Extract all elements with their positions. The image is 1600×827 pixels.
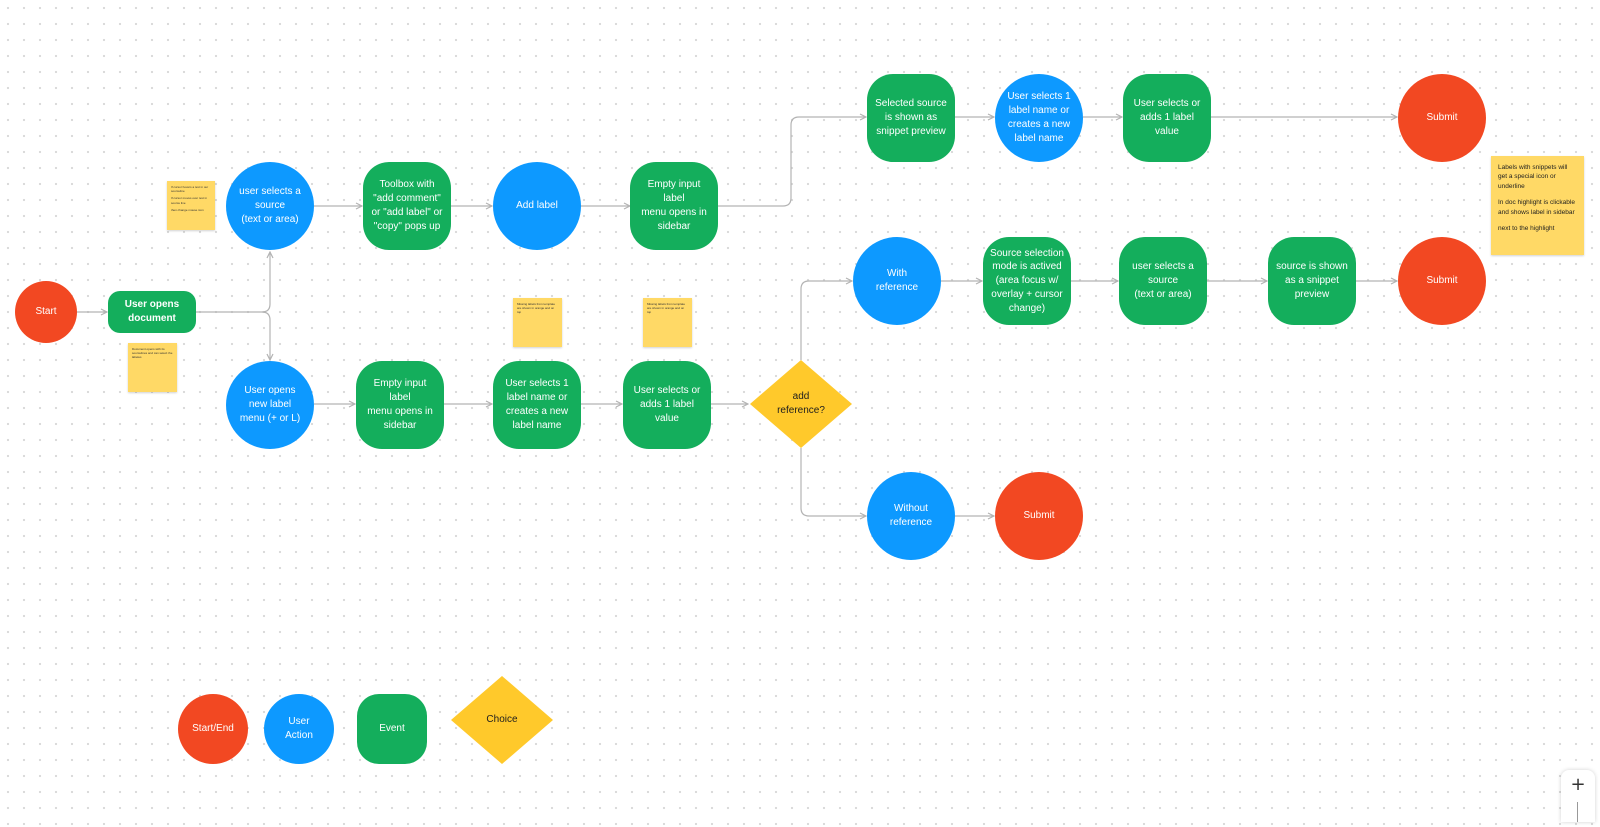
sticky-note-document[interactable]: Document opens with its sourcelines and … (128, 343, 177, 392)
selects-source-top-node[interactable]: user selects a source (text or area) (226, 162, 314, 250)
snippet-preview-mid-node[interactable]: source is shown as a snippet preview (1268, 237, 1356, 325)
submit-top-node[interactable]: Submit (1398, 74, 1486, 162)
sticky-text: Missing labels from template are shown i… (647, 302, 686, 315)
selects-source-mid-node[interactable]: user selects a source (text or area) (1119, 237, 1207, 325)
sticky-note-source[interactable]: If cursor hovers a text in our sourcelin… (167, 181, 215, 230)
start-node[interactable]: Start (15, 281, 77, 343)
empty-menu-bottom-node[interactable]: Empty input label menu opens in sidebar (356, 361, 444, 449)
add-reference-label: add reference? (777, 391, 825, 416)
edge-reference-to-without (800, 448, 866, 516)
sticky-text: In doc highlight is clickable and shows … (1498, 199, 1575, 216)
sticky-text: Document opens with its sourcelines and … (132, 347, 173, 360)
legend-user-action[interactable]: User Action (264, 694, 334, 764)
opens-document-node[interactable]: User opens document (108, 291, 196, 333)
zoom-control[interactable]: + (1561, 770, 1595, 822)
sticky-text: If cursor moves over text in source line (171, 196, 208, 205)
edge-menu-to-snippet (718, 117, 866, 207)
without-reference-node[interactable]: Without reference (867, 472, 955, 560)
edge-branch-down (261, 311, 270, 360)
sticky-text: Labels with snippets will get a special … (1498, 164, 1568, 190)
legend-start-end[interactable]: Start/End (178, 694, 248, 764)
sticky-note-label-value[interactable]: Missing labels from template are shown i… (643, 298, 692, 347)
legend-event[interactable]: Event (357, 694, 427, 764)
select-label-bottom-node[interactable]: User selects 1 label name or creates a n… (493, 361, 581, 449)
add-label-node[interactable]: Add label (493, 162, 581, 250)
with-reference-node[interactable]: With reference (853, 237, 941, 325)
sticky-text: then change mouse icon (171, 207, 204, 212)
sticky-text: If cursor hovers a text in our sourcelin… (171, 185, 209, 194)
zoom-in-icon[interactable]: + (1570, 774, 1586, 795)
edge-reference-to-with (800, 281, 852, 360)
select-value-bottom-node[interactable]: User selects or adds 1 label value (623, 361, 711, 449)
select-value-top-node[interactable]: User selects or adds 1 label value (1123, 74, 1211, 162)
sticky-note-label-name[interactable]: Missing labels from template are shown i… (513, 298, 562, 347)
selection-mode-node[interactable]: Source selection mode is actived (area f… (983, 237, 1071, 325)
select-label-top-node[interactable]: User selects 1 label name or creates a n… (995, 74, 1083, 162)
empty-menu-top-node[interactable]: Empty input label menu opens in sidebar (630, 162, 718, 250)
zoom-slider-track[interactable] (1577, 802, 1578, 822)
edge-branch-up (261, 252, 270, 313)
legend-choice-label: Choice (486, 714, 518, 726)
submit-mid-node[interactable]: Submit (1398, 237, 1486, 325)
sticky-note-big[interactable]: Labels with snippets will get a special … (1491, 156, 1584, 255)
sticky-text: next to the highlight (1498, 225, 1555, 233)
opens-new-menu-node[interactable]: User opens new label menu (+ or L) (226, 361, 314, 449)
selected-snippet-node[interactable]: Selected source is shown as snippet prev… (867, 74, 955, 162)
legend-choice[interactable]: Choice (451, 676, 553, 764)
submit-bottom-node[interactable]: Submit (995, 472, 1083, 560)
add-reference-choice[interactable]: add reference? (750, 360, 852, 448)
sticky-text: Missing labels from template are shown i… (517, 302, 556, 315)
toolbox-node[interactable]: Toolbox with "add comment" or "add label… (363, 162, 451, 250)
